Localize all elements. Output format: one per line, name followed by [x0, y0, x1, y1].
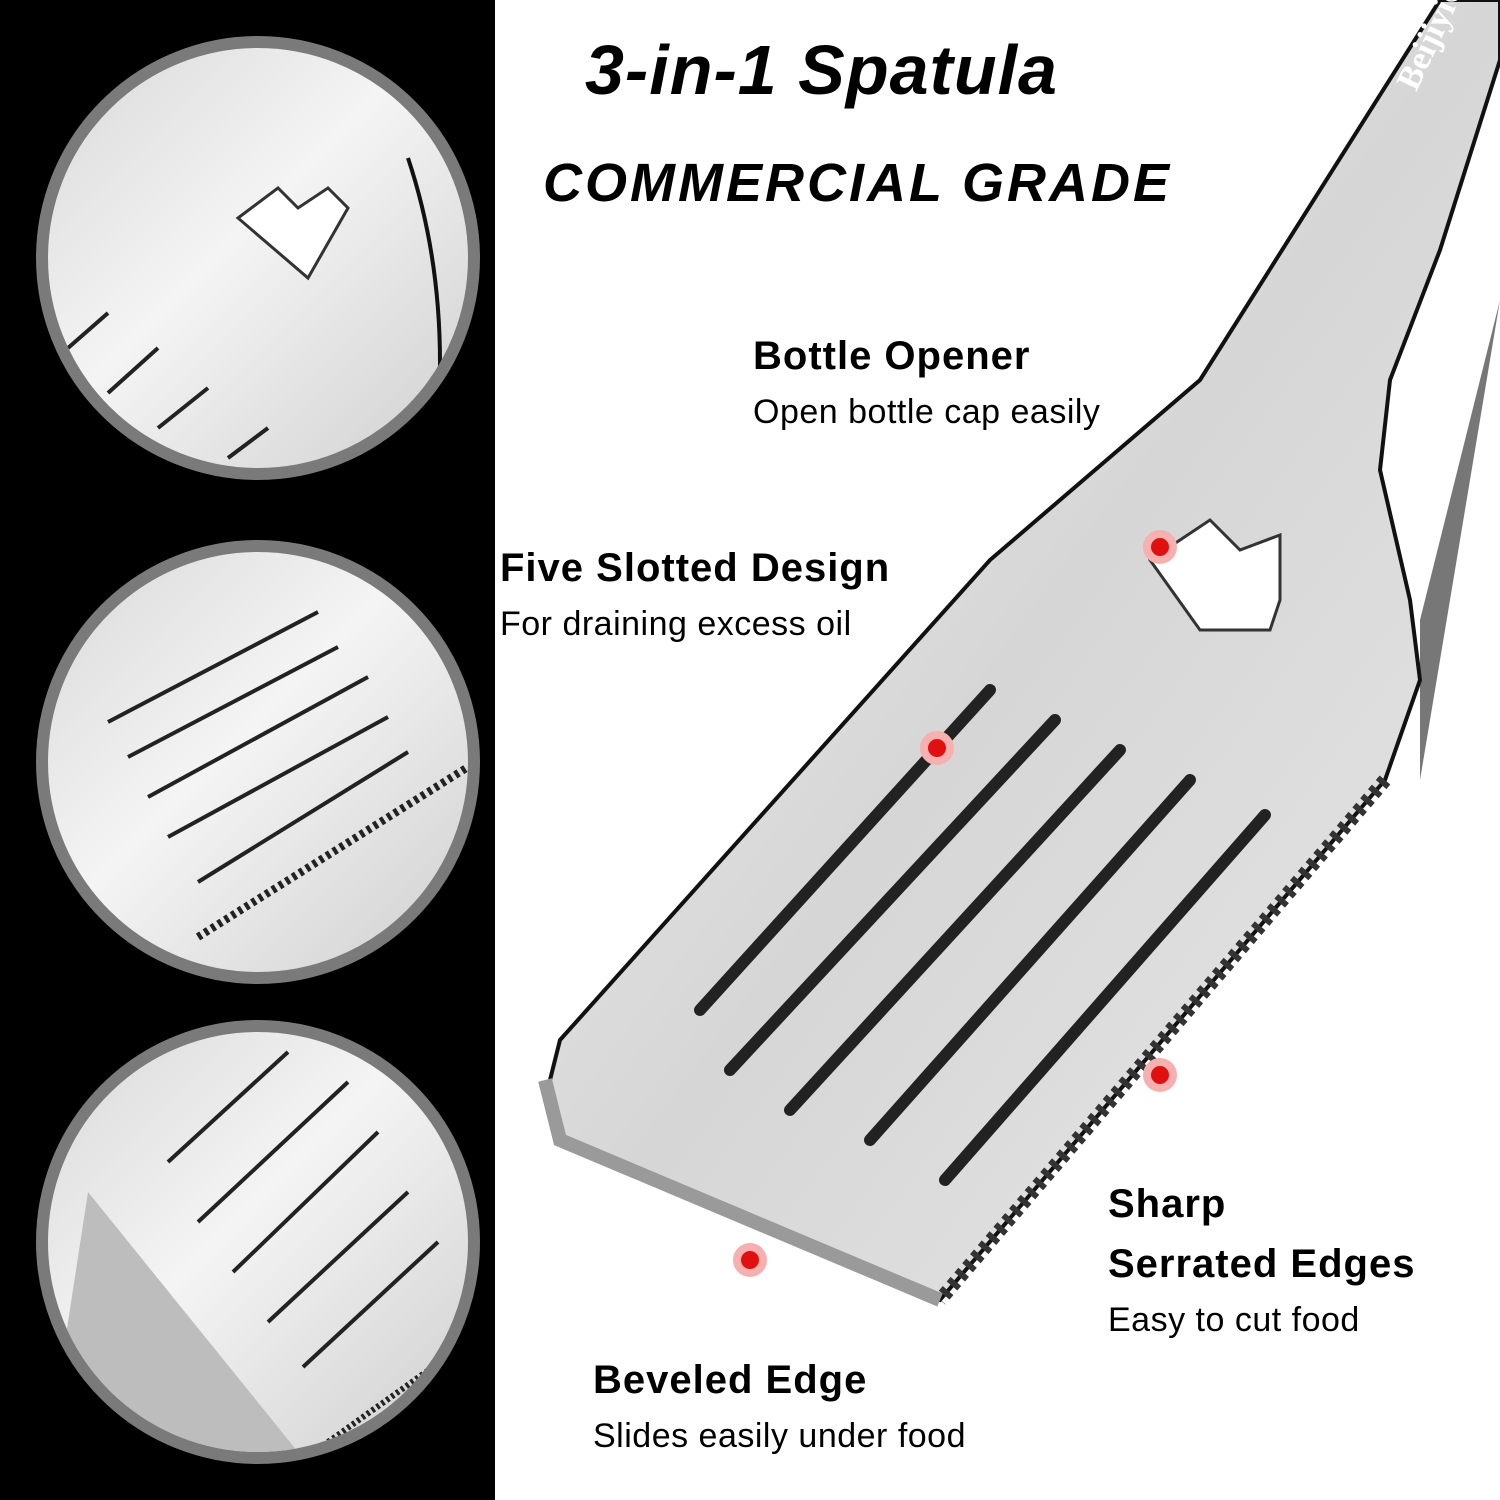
marker-beveled — [733, 1243, 767, 1277]
beveled-edge — [538, 1078, 943, 1307]
spatula-body — [542, 0, 1500, 1303]
feature-description: Slides easily under food — [593, 1417, 967, 1455]
feature-heading-2: Serrated Edges — [1108, 1242, 1416, 1286]
marker-bottle-opener — [1143, 530, 1177, 564]
feature-description: Open bottle cap easily — [753, 393, 1101, 431]
feature-heading: Bottle Opener — [753, 334, 1031, 378]
bottle-opener-hole — [1147, 518, 1282, 632]
feature-heading: Beveled Edge — [593, 1358, 868, 1402]
page-title: 3-in-1 Spatula — [585, 31, 1058, 109]
subtitle: COMMERCIAL GRADE — [543, 153, 1173, 213]
feature-heading: Sharp — [1108, 1182, 1227, 1226]
feature-description: Easy to cut food — [1108, 1301, 1360, 1339]
marker-serrated — [1143, 1058, 1177, 1092]
marker-slots — [920, 731, 954, 765]
feature-description: For draining excess oil — [500, 605, 852, 643]
feature-heading: Five Slotted Design — [500, 546, 891, 590]
